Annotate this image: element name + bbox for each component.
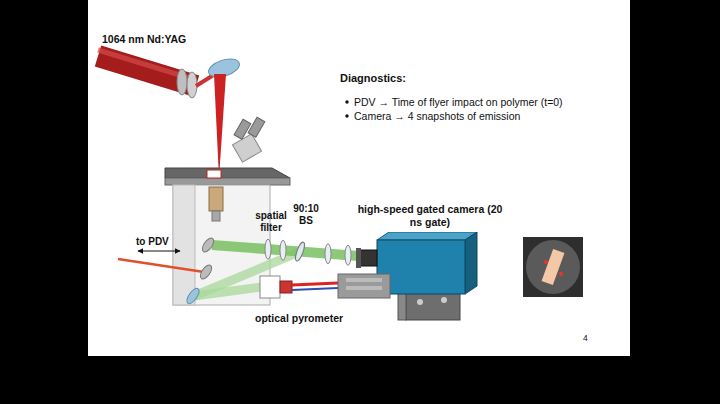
bullet (345, 114, 348, 117)
pdv-fiber (118, 251, 204, 272)
fiber-label: to PDV (136, 236, 169, 248)
bullet (345, 100, 348, 103)
pyrometer-label: optical pyrometer (250, 312, 400, 325)
pyrometer-symbol (250, 266, 400, 308)
camera-label: high-speed gated camera (20 ns gate) (355, 203, 505, 228)
bullet-text: Camera → 4 snapshots of emission (354, 110, 520, 122)
emission-snapshot (523, 237, 583, 297)
laser-label: 1064 nm Nd:YAG (102, 33, 186, 45)
microscope (232, 117, 264, 162)
slide-number: 4 (583, 334, 588, 344)
bullet-text: PDV → Time of flyer impact on polymer (t… (354, 96, 563, 108)
diagnostics-heading: Diagnostics: (340, 72, 406, 85)
emission-beam (185, 236, 362, 306)
component-label: spatial filter (248, 210, 294, 233)
laser (98, 50, 242, 178)
pyrometer: optical pyrometer (250, 266, 400, 325)
component-label: 90:10 BS (287, 203, 325, 226)
